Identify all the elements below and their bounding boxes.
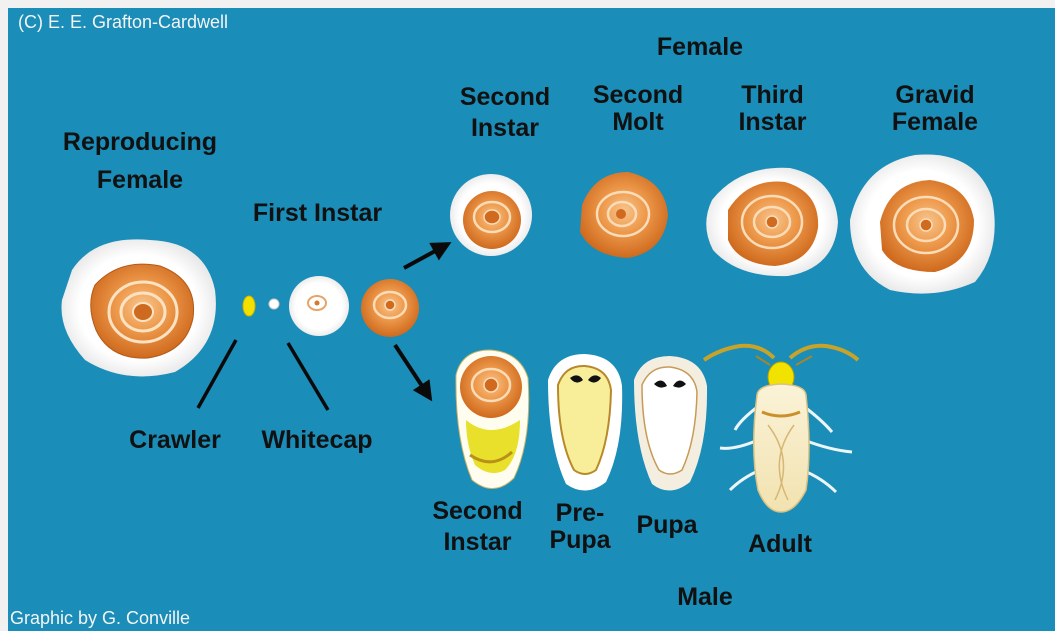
male-prepupa-label: Pre- Pupa bbox=[540, 500, 620, 554]
arrow-to-male-line bbox=[395, 345, 430, 398]
female-third-instar-label: Third Instar bbox=[715, 82, 830, 136]
female-third-instar-scale bbox=[706, 168, 838, 276]
female-group-label: Female bbox=[640, 34, 760, 61]
female-second-molt-label: Second Molt bbox=[573, 82, 703, 136]
reproducing-female-scale bbox=[61, 239, 215, 376]
gravid-female-label: Gravid Female bbox=[870, 82, 1000, 136]
whitecap-pointer-line bbox=[288, 343, 328, 410]
first-instar-label: First Instar bbox=[230, 200, 405, 227]
crawler-pointer-line bbox=[198, 340, 236, 408]
male-second-instar-scale bbox=[456, 350, 529, 489]
male-adult-insect bbox=[704, 346, 858, 512]
male-pupa-scale bbox=[634, 356, 707, 491]
male-pupa-label: Pupa bbox=[622, 512, 712, 539]
arrow-to-female-line bbox=[404, 244, 448, 268]
reproducing-female-label: Reproducing Female bbox=[40, 123, 240, 199]
whitecap-label: Whitecap bbox=[242, 427, 392, 454]
male-second-instar-label: Second Instar bbox=[415, 496, 540, 558]
crawler-label: Crawler bbox=[110, 427, 240, 454]
gravid-female-scale bbox=[850, 155, 995, 294]
female-second-instar-scale bbox=[450, 174, 532, 256]
first-instar-orange-scale bbox=[361, 279, 419, 337]
male-prepupa-scale bbox=[548, 354, 622, 491]
male-adult-label: Adult bbox=[735, 531, 825, 558]
graphic-credit: Graphic by G. Conville bbox=[10, 608, 190, 628]
female-second-molt-scale bbox=[580, 172, 668, 258]
whitecap-icon bbox=[269, 299, 279, 309]
crawler-icon bbox=[243, 296, 255, 316]
female-second-instar-label: Second Instar bbox=[440, 82, 570, 144]
copyright-credit: (C) E. E. Grafton-Cardwell bbox=[18, 12, 228, 32]
male-group-label: Male bbox=[650, 584, 760, 611]
first-instar-white-scale bbox=[289, 276, 349, 336]
